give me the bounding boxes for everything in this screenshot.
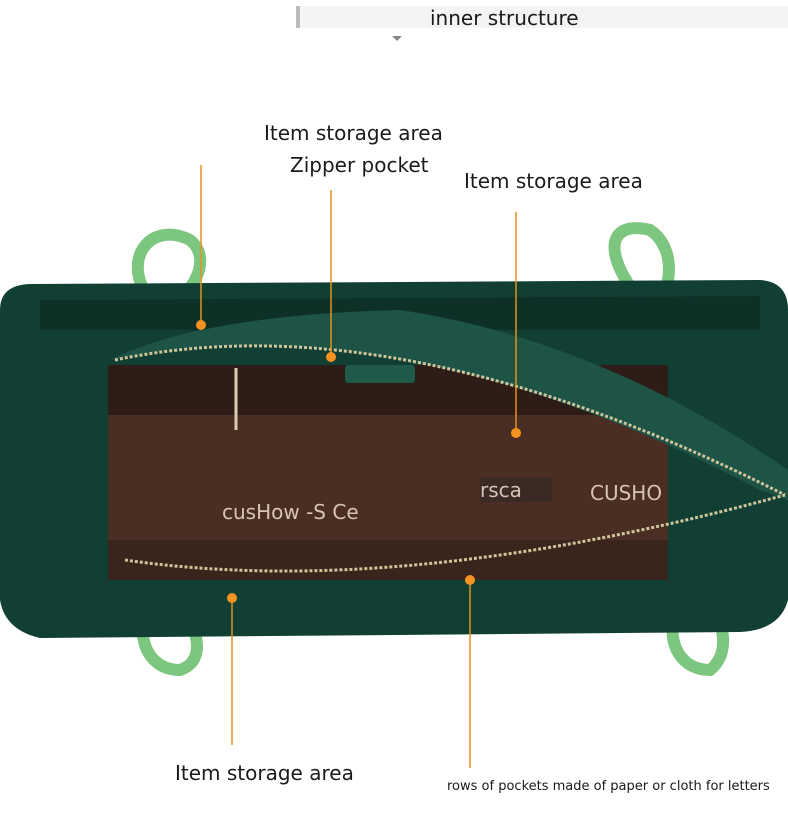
zipper <box>114 344 786 497</box>
dropdown-caret-icon <box>392 36 402 41</box>
lining-logo-text: cusHow -S Ce <box>222 500 359 524</box>
callout-lines <box>200 165 517 768</box>
zipper <box>124 493 786 573</box>
page-title: inner structure <box>430 6 579 30</box>
lining-logo-text: CUSHO <box>590 481 663 505</box>
callout-label: Item storage area <box>175 761 354 785</box>
callout-dot-icon <box>196 320 521 603</box>
callout-label: Item storage area <box>464 169 643 193</box>
top-bar <box>296 6 788 28</box>
lining-logo-text: rsca <box>480 478 552 502</box>
callout-label: Item storage area <box>264 121 443 145</box>
divider <box>296 6 300 28</box>
callout-label: Zipper pocket <box>290 153 429 177</box>
callout-label: rows of pockets made of paper or cloth f… <box>447 779 770 794</box>
